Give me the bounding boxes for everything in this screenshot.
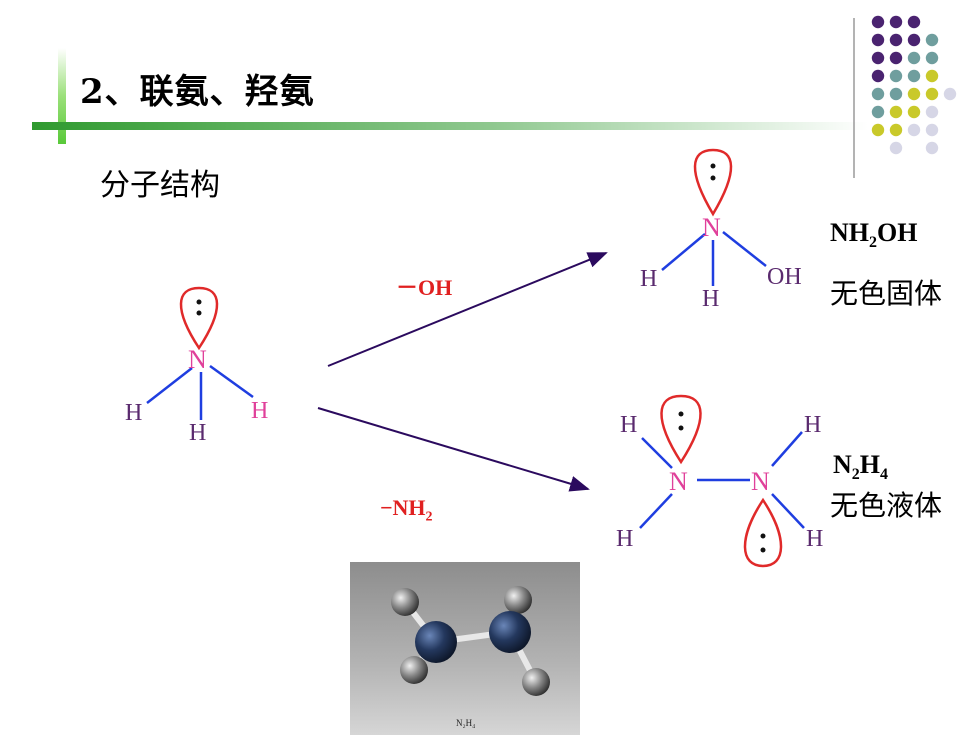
decorative-dot — [871, 123, 885, 137]
lone-pair-electron — [678, 411, 684, 417]
title-underline — [32, 122, 868, 130]
lone-pair-orbital — [743, 497, 783, 568]
atom-h: H — [189, 420, 206, 446]
decorative-dot — [925, 87, 939, 101]
label-minus-nh2: −NH2 — [380, 495, 433, 525]
bond — [661, 233, 706, 271]
lone-pair-orbital — [660, 394, 702, 465]
atom-n: N — [751, 467, 770, 496]
atom-n: N — [669, 467, 688, 496]
decorative-dot — [889, 51, 903, 65]
decorative-dot — [871, 69, 885, 83]
corner-dot-pattern — [871, 15, 957, 155]
decorative-dot — [871, 105, 885, 119]
decorative-dot — [907, 15, 921, 29]
decorative-dot — [925, 69, 939, 83]
section-subtitle: 分子结构 — [100, 168, 220, 203]
lone-pair-electron — [710, 175, 716, 181]
photo-caption: N₂H₄ — [456, 718, 475, 728]
lone-pair-electron — [760, 533, 766, 539]
lone-pair-electron — [196, 310, 202, 316]
atom-h: H — [640, 266, 657, 292]
decorative-dot — [925, 141, 939, 155]
decorative-dot — [871, 51, 885, 65]
lone-pair-electron — [196, 299, 202, 305]
decorative-dot — [943, 87, 957, 101]
bond — [722, 231, 767, 267]
decorative-dot — [889, 123, 903, 137]
bond — [146, 367, 193, 404]
atom-h: H — [804, 412, 821, 438]
lone-pair-orbital — [693, 148, 733, 217]
lone-pair-electron — [678, 425, 684, 431]
decorative-dot — [889, 105, 903, 119]
decorative-dot — [907, 69, 921, 83]
atom-h: H — [251, 398, 268, 424]
atom-oh: OH — [767, 264, 802, 290]
decorative-dot — [889, 15, 903, 29]
lone-pair-electron — [710, 163, 716, 169]
atom-n: N — [188, 345, 207, 374]
decorative-dot — [871, 87, 885, 101]
decorative-dot — [907, 51, 921, 65]
bond — [639, 493, 673, 529]
decorative-dot — [871, 33, 885, 47]
decorative-dot — [889, 87, 903, 101]
bond — [771, 431, 803, 467]
atom-h: H — [620, 412, 637, 438]
hydrazine-structure: N N H H H H — [616, 394, 823, 568]
decorative-dot — [925, 123, 939, 137]
ammonia-structure: N H H H — [125, 286, 268, 446]
decorative-dot — [871, 15, 885, 29]
bond — [771, 493, 805, 529]
decorative-dot — [925, 105, 939, 119]
lone-pair-electron — [760, 547, 766, 553]
decorative-dot — [907, 123, 921, 137]
atom-h: H — [616, 526, 633, 552]
atom-h: H — [702, 286, 719, 312]
title-accent-bar — [58, 48, 66, 144]
slide-title: 2、联氨、羟氨 — [80, 72, 315, 112]
arrow-to-hydroxylamine — [327, 252, 608, 367]
decorative-dot — [889, 33, 903, 47]
decorative-dot — [907, 33, 921, 47]
bond — [641, 437, 673, 469]
atom-h: H — [806, 526, 823, 552]
label-minus-oh: －OH — [396, 275, 453, 300]
decorative-dot — [889, 69, 903, 83]
atom-n: N — [702, 213, 721, 242]
description-liquid: 无色液体 — [830, 489, 943, 522]
decorative-dot — [907, 87, 921, 101]
lone-pair-orbital — [179, 286, 219, 351]
bond — [209, 364, 254, 399]
description-solid: 无色固体 — [830, 277, 943, 310]
decorative-dot — [925, 51, 939, 65]
hydrazine-model-photo: N₂H₄ — [350, 562, 580, 735]
decorative-dot — [925, 33, 939, 47]
formula-nh2oh: NH2OH — [830, 218, 918, 252]
decorative-dot — [907, 105, 921, 119]
hydroxylamine-structure: N H H OH — [640, 148, 802, 312]
atom-h: H — [125, 400, 142, 426]
arrow-to-hydrazine — [317, 407, 590, 492]
formula-n2h4: N2H4 — [833, 450, 889, 484]
decorative-dot — [889, 141, 903, 155]
